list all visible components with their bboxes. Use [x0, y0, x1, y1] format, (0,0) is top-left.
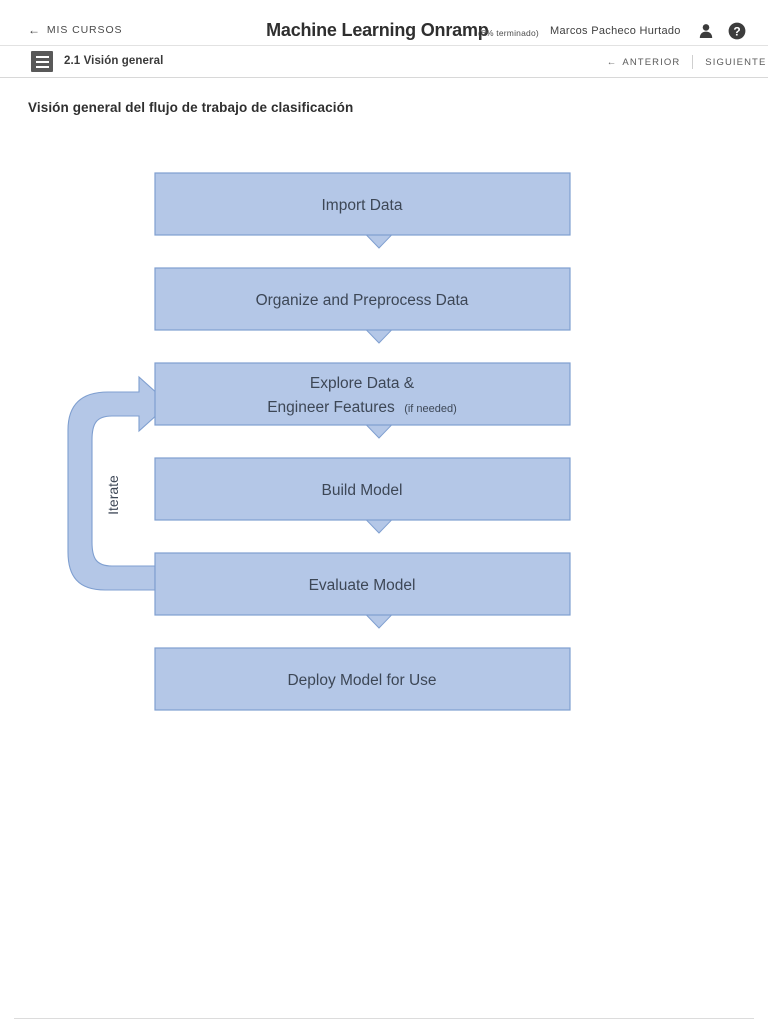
- section-nav-bar: 2.1 Visión general ← ANTERIOR SIGUIENTE …: [0, 46, 768, 78]
- workflow-diagram: Import Data Organize and Preprocess Data…: [0, 140, 620, 740]
- node-deploy-model: Deploy Model for Use: [154, 647, 571, 711]
- page-title: Visión general del flujo de trabajo de c…: [28, 100, 354, 115]
- back-to-courses-link[interactable]: ← MIS CURSOS: [28, 24, 122, 36]
- node-explore-engineer-note: (if needed): [404, 403, 457, 415]
- prev-button-top[interactable]: ← ANTERIOR: [607, 57, 681, 68]
- node-import-data: Import Data: [154, 172, 571, 236]
- top-header-bar: ← MIS CURSOS Machine Learning Onramp (6%…: [0, 0, 768, 46]
- node-explore-engineer: Explore Data & Engineer Features (if nee…: [154, 362, 571, 426]
- node-build-model-label: Build Model: [322, 482, 403, 499]
- node-organize-preprocess: Organize and Preprocess Data: [154, 267, 571, 331]
- node-deploy-model-label: Deploy Model for Use: [287, 672, 436, 689]
- next-button-top[interactable]: SIGUIENTE →: [705, 57, 768, 68]
- node-import-data-label: Import Data: [322, 197, 403, 214]
- person-icon[interactable]: [698, 23, 714, 39]
- arrow-left-icon: ←: [28, 23, 41, 37]
- lesson-content-area: Visión general del flujo de trabajo de c…: [0, 78, 768, 1019]
- progress-percent-label: (6% terminado): [478, 28, 539, 38]
- course-title: Machine Learning Onramp: [266, 20, 489, 40]
- section-nav-links: ← ANTERIOR SIGUIENTE →: [607, 55, 768, 69]
- user-name-label: Marcos Pacheco Hurtado: [550, 25, 681, 37]
- section-title: 2.1 Visión general: [64, 55, 164, 67]
- hamburger-menu-icon[interactable]: [31, 51, 53, 72]
- node-build-model: Build Model: [154, 457, 571, 521]
- next-label-top: SIGUIENTE: [705, 56, 767, 68]
- iterate-loop-label: Iterate: [105, 475, 121, 515]
- arrow-left-icon: ←: [606, 56, 618, 68]
- svg-text:Engineer Features (i: Engineer Features (if needed): [267, 399, 457, 416]
- question-mark-circle-icon[interactable]: ?: [728, 22, 746, 40]
- node-organize-preprocess-label: Organize and Preprocess Data: [256, 292, 469, 309]
- node-explore-engineer-label-line2: Engineer Features: [267, 399, 395, 416]
- node-evaluate-model: Evaluate Model: [154, 552, 571, 616]
- node-evaluate-model-label: Evaluate Model: [309, 577, 416, 594]
- node-explore-engineer-label-line1: Explore Data &: [310, 375, 415, 392]
- nav-divider: [692, 55, 694, 69]
- svg-text:?: ?: [733, 24, 740, 38]
- workflow-diagram-svg: Import Data Organize and Preprocess Data…: [67, 172, 571, 711]
- prev-label-top: ANTERIOR: [622, 56, 681, 68]
- footer-divider: [14, 1018, 754, 1019]
- back-to-courses-label: MIS CURSOS: [46, 24, 123, 36]
